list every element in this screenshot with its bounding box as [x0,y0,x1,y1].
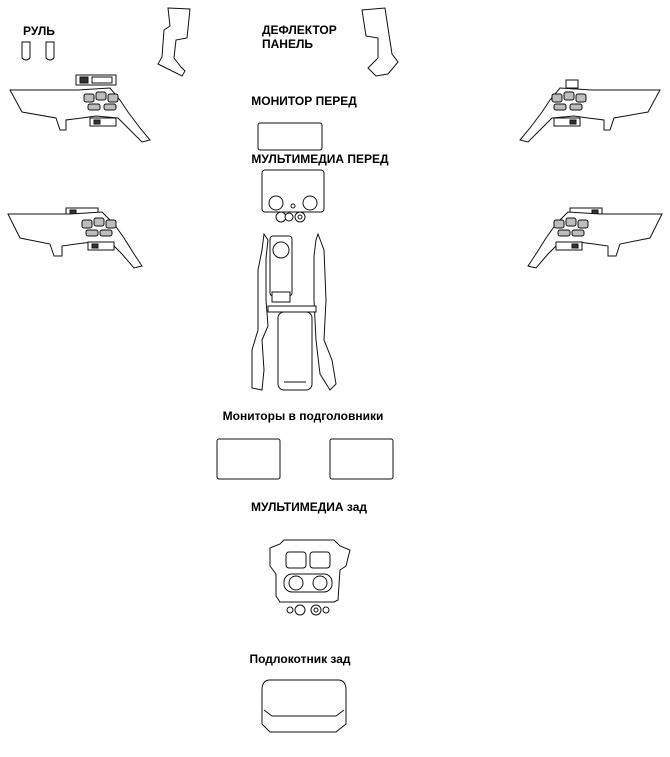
multimedia-rear-piece [269,539,351,616]
center-console-piece [251,232,337,391]
wheel-small-pieces [21,41,55,61]
label-deflector-line1: ДЕФЛЕКТОР [262,23,337,37]
steering-panel-mid-left [7,207,143,269]
deflector-left [157,7,191,77]
label-armrest-rear: Подлокотник зад [249,652,351,666]
deflector-right [361,7,399,77]
label-headrest-monitors: Мониторы в подголовники [222,409,384,423]
label-multimedia-rear: МУЛЬТИМЕДИА зад [250,500,368,514]
monitor-front-piece [257,122,323,151]
multimedia-front-piece [261,169,325,223]
label-multimedia-front: МУЛЬТИМЕДИА ПЕРЕД [251,152,389,166]
label-monitor-front: МОНИТОР ПЕРЕД [251,94,357,108]
steering-panel-mid-right [527,207,663,269]
armrest-rear-piece [261,679,347,733]
steering-panel-top-right [519,79,661,143]
steering-panel-top-left [9,74,151,143]
label-deflector-line2: ПАНЕЛЬ [262,37,314,51]
label-wheel: РУЛЬ [23,24,55,38]
headrest-monitors-pieces [216,438,394,480]
